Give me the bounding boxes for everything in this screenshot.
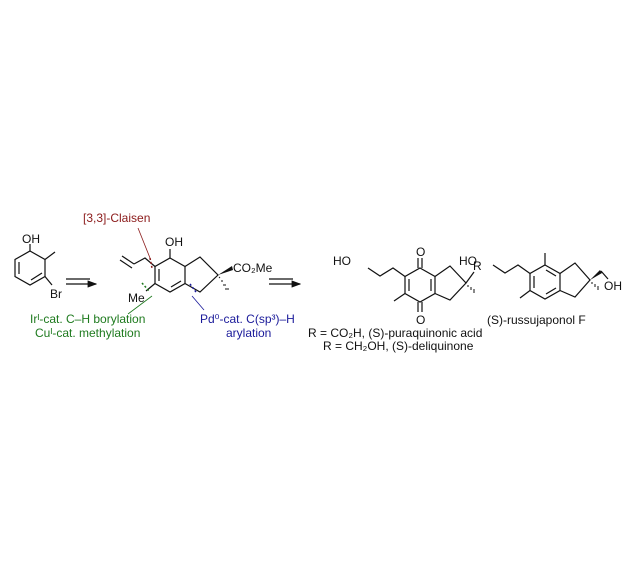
puraquinonic-acid-caption: R = CO₂H, (S)-puraquinonic acid [308, 326, 482, 340]
russujaponol-caption: (S)-russujaponol F [487, 313, 586, 327]
ho-label: HO [459, 254, 477, 268]
me-label: Me [128, 291, 145, 305]
quinone-product: O O HO R R = CO₂H, (S)-puraquinonic acid… [308, 245, 482, 353]
claisen-annotation: [3,3]-Claisen [83, 211, 150, 225]
intermediate: OH CO₂Me Me [119, 235, 273, 305]
arylation-annotation-line1: Pd⁰-cat. C(sp³)–H [200, 312, 295, 326]
borylation-annotation: Irᴵ-cat. C–H borylation [30, 312, 145, 326]
arylation-annotation-line2: arylation [226, 326, 271, 340]
oh-label: OH [165, 235, 183, 249]
r-label: R [473, 259, 482, 273]
o-top-label: O [416, 245, 425, 259]
deliquinone-caption: R = CH₂OH, (S)-deliquinone [323, 339, 474, 353]
methylation-annotation: Cuᴵ-cat. methylation [35, 326, 140, 340]
russujaponol-f: HO OH (S)-russujaponol F [459, 253, 622, 327]
ho-label: HO [333, 254, 351, 268]
starting-material: OH Br [14, 232, 62, 301]
reaction-arrow-2 [269, 278, 302, 288]
reaction-arrow-1 [66, 278, 98, 288]
o-bottom-label: O [416, 313, 425, 327]
oh-label: OH [22, 232, 40, 246]
oh-label: OH [604, 279, 622, 293]
br-label: Br [50, 287, 62, 301]
ester-label: CO₂Me [233, 261, 273, 275]
